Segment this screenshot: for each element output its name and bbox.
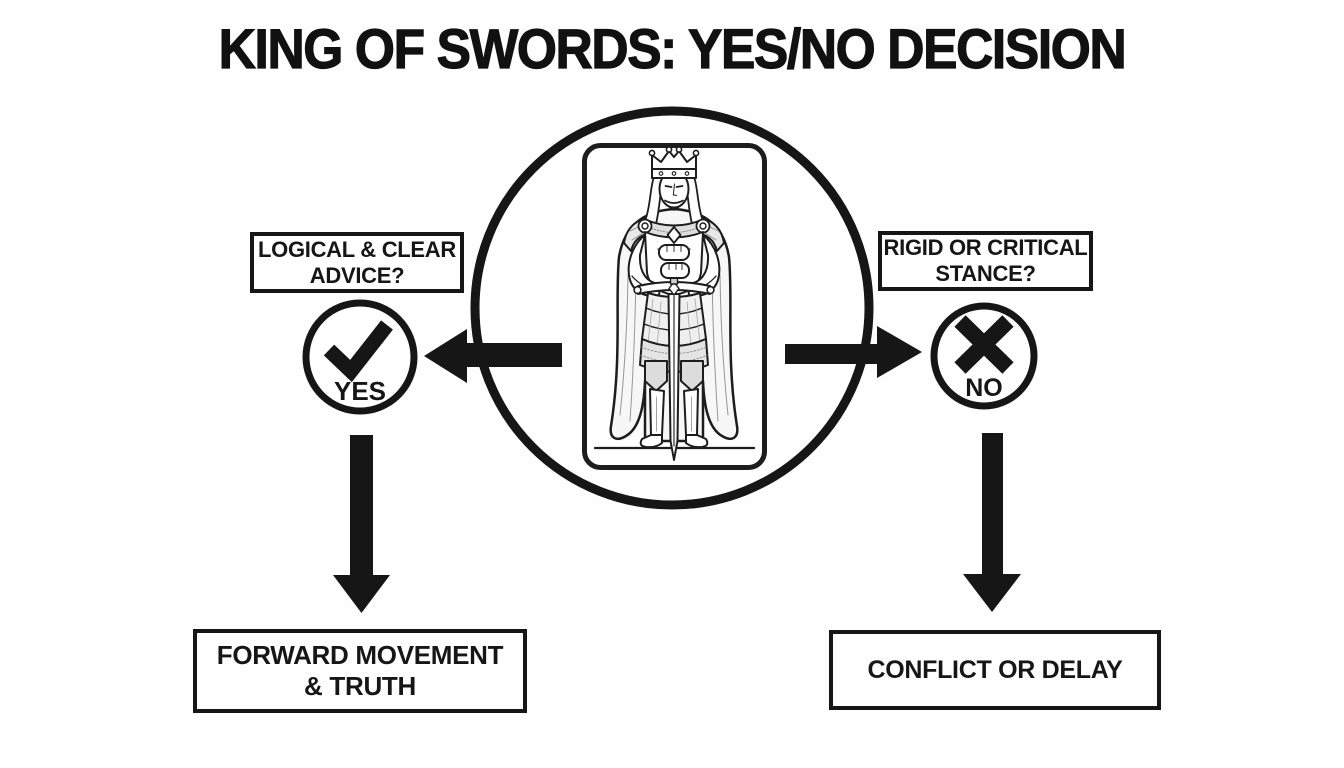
question-box-no: RIGID OR CRITICAL STANCE? (878, 231, 1093, 291)
outcome-box-yes-line2: & TRUTH (304, 671, 416, 701)
no-label: NO (965, 374, 1003, 402)
outcome-box-yes: FORWARD MOVEMENT & TRUTH (193, 629, 527, 713)
king-of-swords-figure-icon (593, 146, 756, 461)
arrow-down-left-icon (333, 435, 390, 613)
page-title: KING OF SWORDS: YES/NO DECISION (218, 16, 1127, 80)
king-of-swords-card (582, 143, 767, 470)
x-mark-icon (954, 315, 1014, 374)
question-box-no-line1: RIGID OR CRITICAL (883, 235, 1088, 260)
no-badge: NO (930, 302, 1038, 410)
arrow-right-icon (785, 326, 922, 378)
arrow-down-right-icon (963, 433, 1021, 612)
yes-badge: YES (302, 299, 418, 415)
outcome-box-yes-line1: FORWARD MOVEMENT (216, 640, 504, 670)
outcome-box-no-line1: CONFLICT OR DELAY (867, 656, 1123, 684)
outcome-box-no: CONFLICT OR DELAY (829, 630, 1161, 710)
question-box-yes: LOGICAL & CLEAR ADVICE? (250, 232, 464, 293)
checkmark-icon (323, 320, 393, 383)
question-box-yes-line2: ADVICE? (309, 262, 405, 288)
question-box-yes-line1: LOGICAL & CLEAR (258, 236, 456, 262)
yes-label: YES (334, 376, 386, 406)
question-box-no-line2: STANCE? (935, 261, 1036, 286)
arrow-left-icon (424, 329, 562, 383)
